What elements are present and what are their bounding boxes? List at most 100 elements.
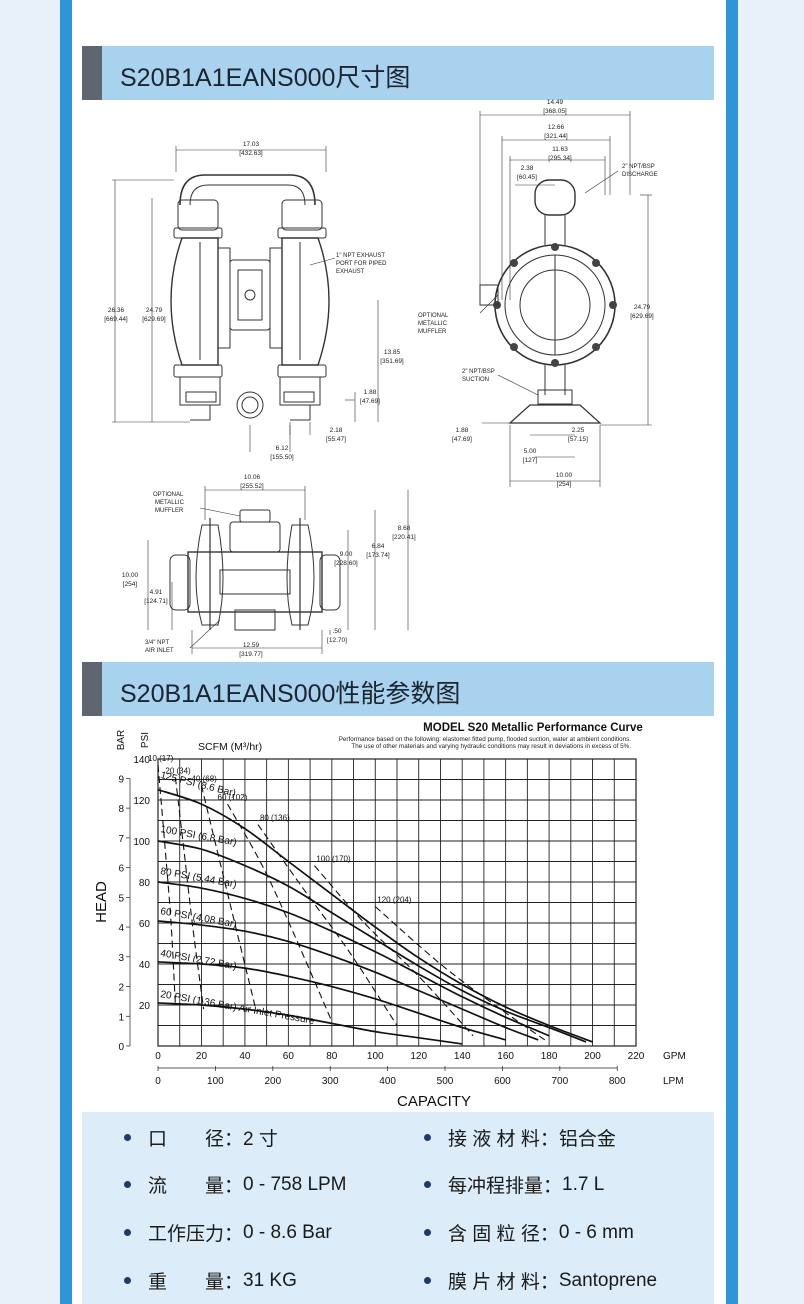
spec-value: 0 - 6 mm: [558, 1221, 634, 1243]
dim-5-00-mm: [127]: [523, 457, 538, 464]
spec-item-displacement: 每冲程排量： 1.7 L: [424, 1171, 604, 1198]
chart-title: MODEL S20 Metallic Performance Curve: [423, 722, 643, 734]
bullet-icon: [424, 1134, 431, 1141]
spec-label: 流 量：: [148, 1176, 244, 1197]
dim-26-36: 26.36: [108, 307, 125, 314]
dim-6-12-mm: [155.50]: [270, 454, 294, 461]
x-tick-gpm: 160: [497, 1051, 514, 1062]
y-tick-bar: 2: [118, 983, 124, 994]
dim-0-50: .50: [332, 628, 341, 635]
spec-item-port-size: 口 径： 2 寸: [124, 1124, 278, 1151]
spec-value: 2 寸: [243, 1129, 278, 1150]
x-tick-lpm: 600: [494, 1076, 511, 1087]
spec-label: 工作压力：: [148, 1224, 244, 1245]
bullet-icon: [424, 1277, 431, 1284]
x-tick-lpm: 100: [207, 1076, 224, 1087]
y-tick-psi: 100: [133, 837, 150, 848]
dim-2-18: 2.18: [330, 427, 343, 434]
y-axis-label: HEAD: [93, 881, 110, 923]
air-curve-label: 40 (68): [191, 775, 217, 784]
left-frame-bar: [60, 0, 72, 1304]
x-tick-lpm: 400: [379, 1076, 396, 1087]
pressure-curve-line: [157, 840, 587, 1043]
dim-4-91: 4.91: [150, 589, 163, 596]
y-unit-psi: PSI: [140, 732, 151, 748]
dimension-section-title: S20B1A1EANS000尺寸图: [120, 64, 411, 92]
y-tick-bar: 8: [118, 804, 124, 815]
spec-value: 铝合金: [558, 1129, 616, 1150]
air-curve-label: 20 (34): [165, 766, 191, 775]
air-curve-line: [374, 906, 546, 1041]
y-tick-psi: 20: [139, 1001, 151, 1012]
note-discharge-1: 2" NPT/BSP: [622, 164, 655, 170]
x-tick-lpm: 800: [609, 1076, 626, 1087]
performance-section-header: S20B1A1EANS000性能参数图: [82, 662, 714, 716]
dim-1-88: 1.88: [364, 389, 377, 396]
air-curve-label: 120 (204): [377, 896, 412, 905]
dim-2-25: 2.25: [572, 427, 585, 434]
bullet-icon: [424, 1229, 431, 1236]
y-tick-bar: 5: [118, 893, 124, 904]
dim-2-25-mm: [57.15]: [568, 436, 588, 443]
y-unit-bar: BAR: [116, 730, 127, 751]
spec-label: 膜 片 材 料：: [448, 1272, 559, 1293]
air-curve-line: [200, 785, 257, 1010]
dimension-section-header: S20B1A1EANS000尺寸图: [82, 46, 714, 100]
note-top-muffler-1: OPTIONAL: [153, 492, 184, 498]
spec-value: 31 KG: [243, 1269, 297, 1291]
dim-6-84: 6.84: [372, 543, 385, 550]
spec-item-solids: 含 固 粒 径： 0 - 6 mm: [424, 1219, 634, 1246]
y-tick-bar: 1: [118, 1012, 124, 1023]
x-tick-gpm: 60: [283, 1051, 295, 1062]
header-accent-bar-2: [82, 662, 102, 716]
x-tick-lpm: 700: [551, 1076, 568, 1087]
spec-label: 每冲程排量：: [448, 1176, 563, 1197]
x-tick-gpm: 120: [410, 1051, 427, 1062]
dim-11-63: 11.63: [552, 146, 568, 153]
dim-2-38: 2.38: [521, 165, 534, 172]
dim-12-59-mm: [319.77]: [239, 651, 263, 658]
note-exhaust-1: 1" NPT EXHAUST: [336, 253, 385, 259]
dim-1-88-side-mm: [47.69]: [452, 436, 472, 443]
dim-10-00: 10.00: [556, 472, 573, 479]
performance-section-title: S20B1A1EANS000性能参数图: [120, 680, 461, 708]
chart-subtitle-2: The use of other materials and varying h…: [351, 743, 631, 750]
dim-14-49-mm: [368.05]: [543, 108, 567, 115]
dim-17-03: 17.03: [243, 141, 260, 148]
header-accent-bar: [82, 46, 102, 100]
spec-item-diaphragm: 膜 片 材 料： Santoprene: [424, 1267, 657, 1294]
spec-item-wetted-material: 接 液 材 料： 铝合金: [424, 1124, 616, 1151]
dim-13-85-mm: [351.69]: [380, 358, 404, 365]
bullet-icon: [124, 1277, 131, 1284]
y-tick-bar: 9: [118, 774, 124, 785]
x-tick-gpm: 200: [584, 1051, 601, 1062]
x-tick-gpm: 80: [326, 1051, 338, 1062]
dim-1-88-side: 1.88: [456, 427, 469, 434]
dim-24-79-side-mm: [629.69]: [630, 313, 654, 320]
spec-panel: [82, 1112, 714, 1304]
y-tick-psi: 40: [139, 960, 151, 971]
y-tick-psi: 140: [133, 755, 150, 766]
dim-12-59: 12.59: [243, 642, 260, 649]
dim-1-88-mm: [47.69]: [360, 398, 380, 405]
dim-12-66: 12.66: [548, 124, 565, 131]
x-unit-gpm: GPM: [663, 1051, 686, 1062]
bullet-icon: [124, 1181, 131, 1188]
dim-2-38-mm: [60.45]: [517, 174, 537, 181]
note-exhaust-3: EXHAUST: [336, 269, 365, 275]
pressure-curve-label: 20 PSI (1.36 Bar) Air Inlet Pressure: [159, 989, 315, 1027]
dim-0-50-mm: [12.70]: [327, 637, 347, 644]
note-top-muffler-2: METALLIC: [155, 500, 185, 506]
air-curve-label: 10 (17): [148, 754, 174, 763]
air-curve-line: [227, 803, 333, 1022]
bullet-icon: [424, 1181, 431, 1188]
dim-10-00-mm: [254]: [557, 481, 572, 488]
spec-value: Santoprene: [558, 1269, 658, 1291]
spec-label: 接 液 材 料：: [448, 1129, 559, 1150]
x-tick-gpm: 140: [454, 1051, 471, 1062]
note-suction-1: 2" NPT/BSP: [462, 369, 495, 375]
dim-24-79-mm: [629.69]: [142, 316, 166, 323]
chart-grid: [157, 758, 637, 1047]
x-tick-gpm: 100: [367, 1051, 384, 1062]
